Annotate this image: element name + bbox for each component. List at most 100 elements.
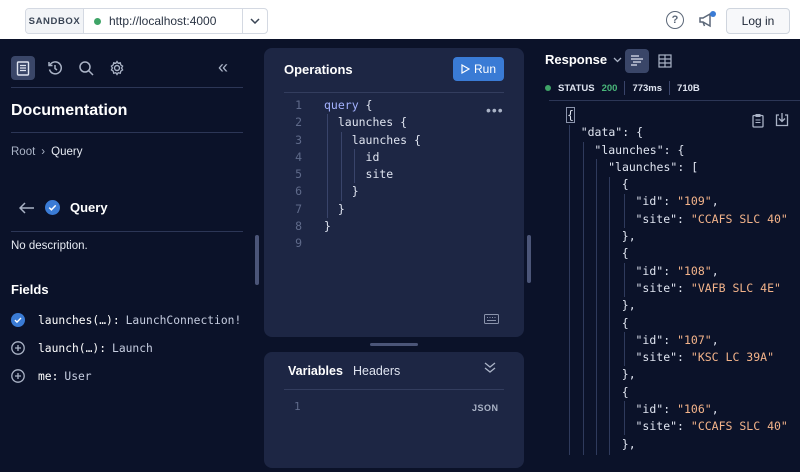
field-type-link[interactable]: LaunchConnection! [125,313,242,327]
json-line: "site": "KSC LC 39A" [635,350,775,365]
json-line: { [621,315,629,330]
plus-circle-icon[interactable] [11,341,25,355]
divider [11,231,243,232]
login-button[interactable]: Log in [726,8,790,34]
breadcrumb-separator: › [41,146,46,158]
breadcrumb: Root › Query [11,146,82,158]
keyboard-shortcuts-icon[interactable] [484,314,499,324]
question-circle-icon[interactable]: ? [666,11,684,29]
sandbox-label: SANDBOX [26,9,84,33]
history-tab[interactable] [43,56,67,80]
double-chevron-down-icon[interactable] [484,362,496,374]
documentation-panel: « Documentation Root › Query Query No de… [0,43,256,472]
divider [11,132,243,133]
response-json-viewer[interactable]: { "data": { "launches": { "launches": [ { "id… [534,107,788,455]
response-dropdown[interactable]: Response [545,52,622,67]
breadcrumb-root[interactable]: Root [11,146,36,158]
json-line: "launches": { [594,142,685,157]
documentation-tab[interactable] [11,56,35,80]
clipboard-icon[interactable] [752,113,764,128]
field-me[interactable]: me: User [11,369,92,383]
play-icon [461,64,470,74]
json-line: }, [621,229,636,244]
double-chevron-left-icon[interactable]: « [218,57,229,77]
json-line: "id": "107", [635,332,719,347]
chevron-down-icon [613,57,622,62]
text-lines-icon [631,55,643,66]
json-line: { [621,384,629,399]
line-number: 1 [294,400,301,413]
endpoint-url-input[interactable]: http://localhost:4000 [84,9,242,33]
field-type-link[interactable]: User [64,369,92,383]
endpoint-selector: SANDBOX http://localhost:4000 [25,8,268,34]
docs-panel-resize-handle[interactable] [255,235,259,285]
plus-circle-icon[interactable] [11,369,25,383]
megaphone-icon[interactable] [697,10,719,30]
run-button[interactable]: Run [453,57,504,81]
code-line: 5 site [295,167,394,182]
divider [284,92,504,93]
field-type-link[interactable]: Launch [112,341,153,355]
code-line: 2 launches { [295,115,408,130]
connection-status-dot [94,17,101,25]
json-line: "id": "109", [635,194,719,209]
code-line: 7 } [295,201,345,216]
breadcrumb-current: Query [51,146,83,158]
response-status: STATUS 200 773ms 710B [545,81,700,95]
table-view-button[interactable] [653,49,677,73]
json-view-button[interactable] [625,49,649,73]
json-line: { [621,246,629,261]
run-label: Run [473,62,496,76]
code-line: 6 } [295,184,359,199]
json-line: { [621,177,629,192]
field-launch[interactable]: launch(…): Launch [11,341,153,355]
response-panel: Response STATUS 200 773ms 710B { "data": … [534,43,800,472]
response-title: Response [545,52,608,67]
json-line: "data": { [580,125,644,140]
search-icon [79,61,94,76]
json-line: "site": "CCAFS SLC 40" [635,211,788,226]
type-description: No description. [11,240,88,252]
variables-panel: Variables Headers 1 JSON [264,352,524,468]
json-line: "id": "108", [635,263,719,278]
status-label: STATUS [558,82,595,94]
code-line: 4 id [295,149,380,164]
field-name: me: [38,369,59,383]
response-size: 710B [677,82,700,94]
tab-headers[interactable]: Headers [353,364,401,378]
endpoint-dropdown-button[interactable] [242,9,267,33]
field-launches[interactable]: launches(…): LaunchConnection! [11,313,241,327]
check-circle-icon[interactable] [11,313,25,327]
code-line: 8} [295,219,331,234]
top-bar: SANDBOX http://localhost:4000 ? Log in [0,0,800,41]
vertical-resize-handle[interactable] [370,343,418,346]
json-line: { [566,107,575,123]
more-options-icon[interactable]: ••• [486,102,504,118]
operations-panel-resize-handle[interactable] [527,235,531,283]
search-tab[interactable] [74,56,98,80]
settings-tab[interactable] [105,56,129,80]
code-line: 3 launches { [295,132,421,147]
chevron-down-icon [250,18,260,24]
divider [11,87,243,88]
documentation-icon [16,60,30,76]
arrow-left-icon[interactable] [19,201,35,214]
field-name: launch(…): [38,341,107,355]
table-icon [658,54,672,68]
divider [549,100,800,101]
format-label: JSON [472,403,499,413]
type-title: Query [70,200,108,215]
download-icon[interactable] [775,112,789,127]
tab-variables[interactable]: Variables [288,364,343,378]
status-code: 200 [601,82,618,94]
check-circle-icon [45,200,60,215]
code-line: 9 [295,236,302,251]
history-icon [48,61,63,75]
gear-icon [110,60,124,76]
json-line: "launches": [ [608,159,699,174]
type-header: Query [19,200,108,215]
json-line: }, [621,367,636,382]
